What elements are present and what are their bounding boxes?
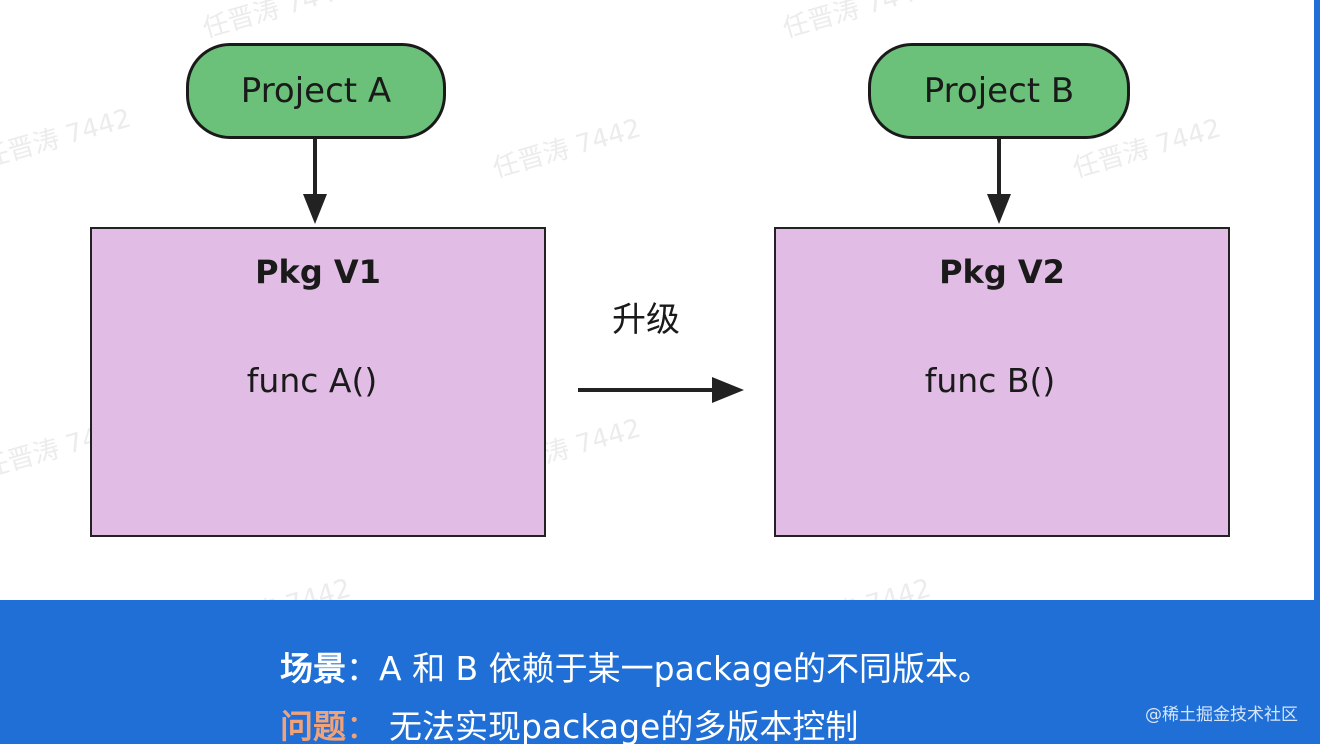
project-b-label: Project B <box>923 71 1075 111</box>
pkg-v1-box: Pkg V1 func A() <box>90 227 546 537</box>
scene-key: 场景 <box>280 649 346 688</box>
problem-text: 无法实现package的多版本控制 <box>389 707 859 744</box>
scene-line: 场景：A 和 B 依赖于某一package的不同版本。 <box>280 642 991 690</box>
scene-text: A 和 B 依赖于某一package的不同版本。 <box>379 649 991 688</box>
project-a-node: Project A <box>186 43 446 139</box>
problem-line: 问题： 无法实现package的多版本控制 <box>280 700 858 744</box>
project-b-node: Project B <box>868 43 1130 139</box>
upgrade-label: 升级 <box>612 300 680 340</box>
pkg-v1-func: func A() <box>246 361 378 400</box>
caption-bar: 场景：A 和 B 依赖于某一package的不同版本。 问题： 无法实现packa… <box>0 600 1320 744</box>
diagram-canvas: 任晋涛 7442 任晋涛 7442 任晋涛 7442 任晋涛 7442 任晋涛 … <box>0 0 1230 645</box>
connector-layer <box>303 138 1011 403</box>
pkg-v2-title: Pkg V2 <box>939 253 1065 291</box>
project-a-label: Project A <box>240 71 392 111</box>
pkg-v1-title: Pkg V1 <box>255 253 381 291</box>
pkg-v2-box: Pkg V2 func B() <box>774 227 1230 537</box>
arrow-project-b-to-pkg-v2 <box>987 138 1011 224</box>
upgrade-arrow <box>578 377 744 403</box>
right-edge-band <box>1314 0 1320 600</box>
problem-separator: ： <box>346 707 379 744</box>
arrow-project-a-to-pkg-v1 <box>303 138 327 224</box>
pkg-v2-func: func B() <box>924 361 1056 400</box>
site-credit: @稀土掘金技术社区 <box>1145 705 1298 725</box>
scene-separator: ： <box>346 649 379 688</box>
problem-key: 问题 <box>280 707 346 744</box>
